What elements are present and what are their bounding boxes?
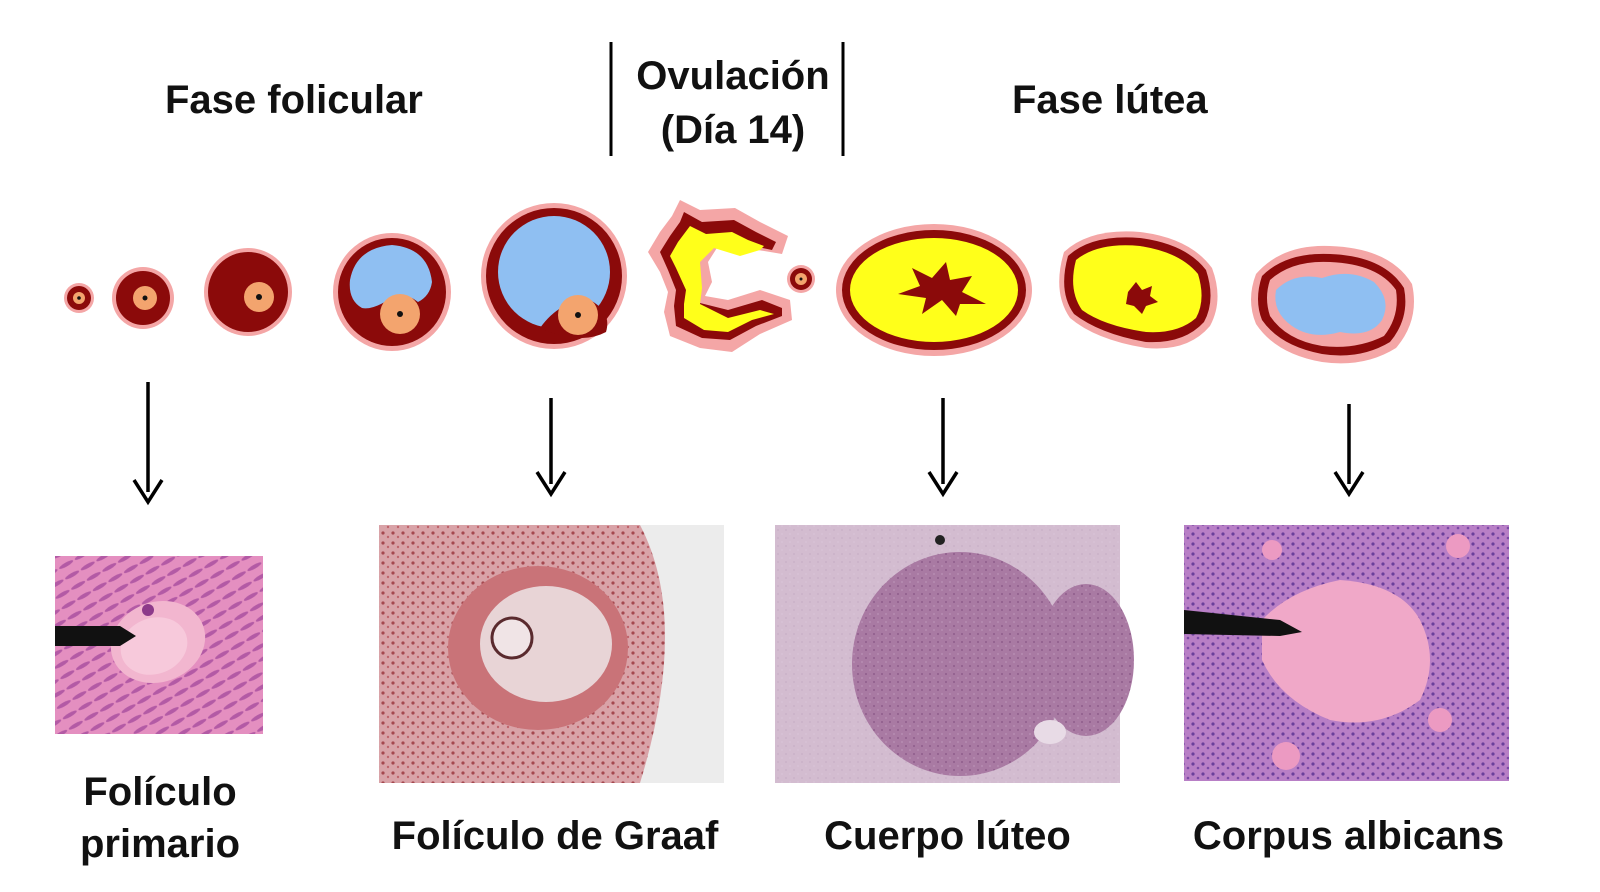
caption-corpus-albicans: Corpus albicans — [1192, 814, 1505, 858]
caption-primary-follicle-line1: Folículo — [83, 770, 237, 814]
corpus-albicans-schematic — [1251, 245, 1414, 364]
ovulation-label-line2: (Día 14) — [660, 108, 806, 152]
follicle-primary-small — [112, 267, 174, 329]
ovulation-label-line1: Ovulación — [636, 54, 830, 98]
ruptured-follicle — [648, 200, 792, 352]
corpus-luteum-early — [836, 224, 1032, 356]
arrow-to-graaf — [535, 398, 567, 498]
arrow-to-corpus-albicans — [1333, 404, 1365, 498]
released-oocyte — [787, 265, 815, 293]
follicle-graafian — [481, 203, 627, 349]
arrow-to-corpus-luteum — [927, 398, 959, 498]
follicle-antral — [333, 233, 451, 351]
follicle-primordial — [64, 283, 94, 313]
micrograph-corpus-albicans — [1184, 525, 1509, 781]
caption-graafian-follicle: Folículo de Graaf — [391, 814, 719, 858]
micrograph-corpus-luteum — [775, 525, 1134, 783]
arrow-to-primary — [132, 382, 164, 506]
caption-corpus-luteum: Cuerpo lúteo — [824, 814, 1071, 858]
luteal-phase-label: Fase lútea — [1012, 78, 1208, 122]
follicular-phase-label: Fase folicular — [165, 78, 423, 122]
corpus-luteum-mid — [1059, 231, 1218, 349]
caption-primary-follicle-line2: primario — [79, 822, 241, 866]
micrograph-graafian-follicle — [379, 525, 724, 783]
follicle-secondary — [204, 248, 292, 336]
micrograph-primary-follicle — [55, 556, 263, 734]
